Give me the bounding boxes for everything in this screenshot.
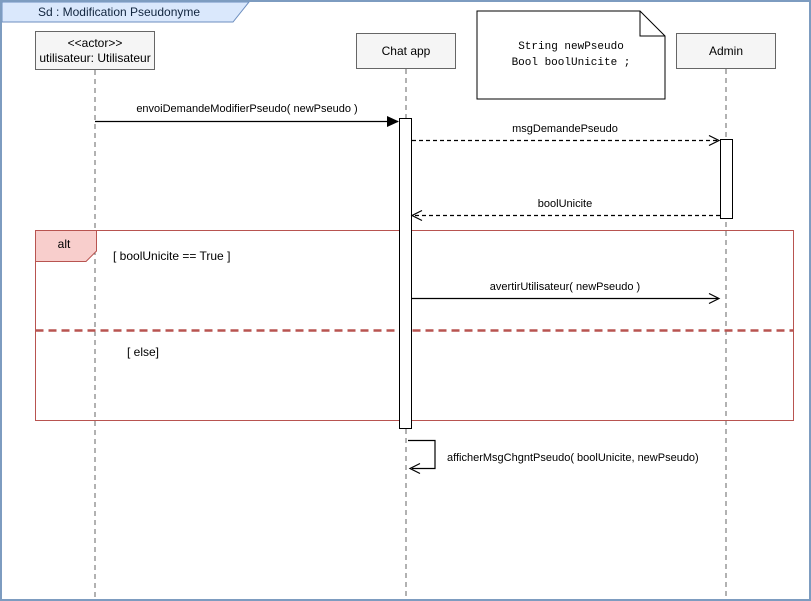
diagram-title: Sd : Modification Pseudonyme: [37, 5, 201, 19]
message-label-boolUnicite: boolUnicite: [537, 198, 593, 210]
filled-arrowhead-icon: [387, 116, 399, 127]
note-shape: [476, 10, 666, 100]
alt-guard-true: [ boolUnicite == True ]: [113, 249, 231, 263]
open-arrowhead-icon: [408, 462, 421, 475]
self-message-loop: [408, 439, 436, 470]
open-arrowhead-icon: [708, 134, 721, 147]
message-label-afficherMsgChgntPseudo: afficherMsgChgntPseudo( boolUnicite, new…: [447, 452, 699, 464]
activation-chatapp: [399, 118, 412, 429]
note-fold-icon: [639, 11, 665, 37]
lifeline-head-chatapp: Chat app: [356, 33, 456, 69]
open-arrowhead-icon: [708, 292, 721, 305]
alt-frame: [35, 230, 794, 421]
activation-admin: [720, 139, 733, 219]
message-label-avertirUtilisateur: avertirUtilisateur( newPseudo ): [489, 281, 641, 293]
admin-name: Admin: [708, 43, 743, 58]
diagram-title-tab: [2, 2, 250, 23]
lifeline-head-admin: Admin: [676, 33, 776, 69]
alt-operator-pentagon: [35, 230, 97, 262]
message-label-msgDemandePseudo: msgDemandePseudo: [512, 123, 618, 135]
note-line-1: String newPseudo: [518, 41, 624, 53]
actor-name: utilisateur: Utilisateur: [39, 50, 151, 65]
alt-operator-label: alt: [57, 237, 71, 251]
alt-guard-else: [ else]: [127, 345, 160, 359]
lifeline-head-utilisateur: <<actor>> utilisateur: Utilisateur: [35, 31, 155, 70]
note-text: String newPseudo Bool boolUnicite ;: [477, 39, 665, 71]
note-line-2: Bool boolUnicite ;: [511, 57, 631, 69]
message-label-envoiDemande: envoiDemandeModifierPseudo( newPseudo ): [136, 103, 358, 115]
actor-stereotype: <<actor>>: [67, 35, 123, 50]
open-arrowhead-icon: [410, 209, 423, 222]
chatapp-name: Chat app: [381, 43, 431, 58]
